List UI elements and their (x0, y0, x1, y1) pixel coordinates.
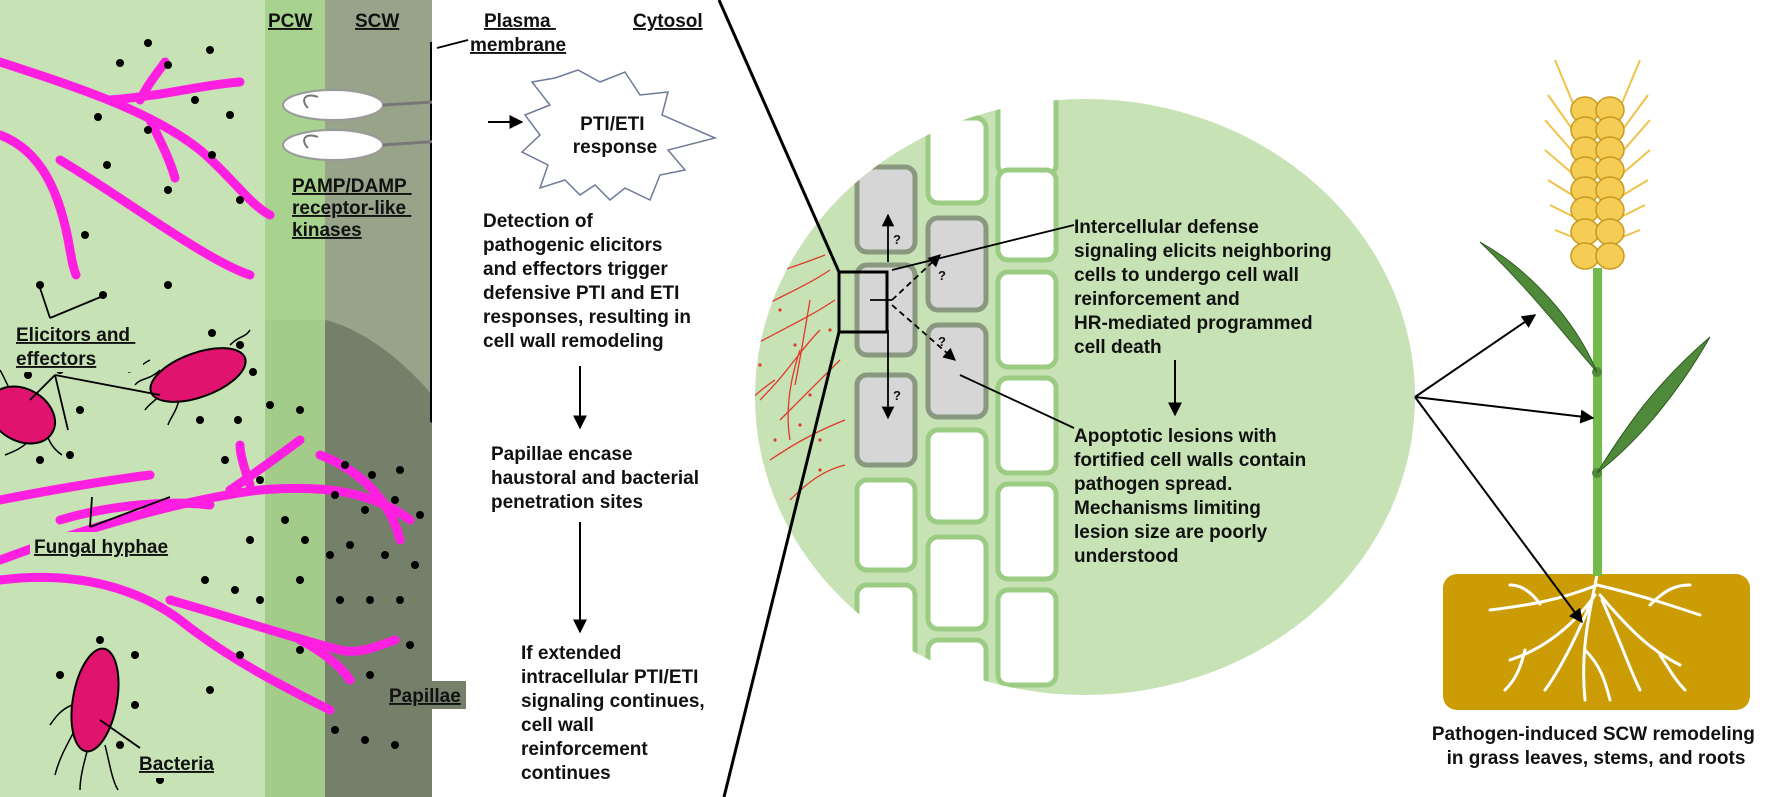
intercellular-line: reinforcement and (1074, 289, 1240, 310)
intercellular-pointer (891, 224, 1075, 271)
receptor-kinases-label: PAMP/DAMP receptor-like kinases (292, 176, 412, 241)
tissue-oval-background (755, 99, 1415, 695)
step3-line: intracellular PTI/ETI (521, 667, 698, 688)
question-mark: ? (938, 268, 946, 283)
question-mark: ? (938, 334, 946, 349)
pti-eti-response-line: PTI/ETI (580, 114, 644, 135)
scw-label: SCW (355, 11, 399, 32)
intercellular-text: Intercellular defense signaling elicits … (1074, 217, 1337, 358)
plasma-membrane-line: Plasma (484, 11, 551, 32)
leaf-upper (1479, 241, 1598, 373)
papillae-label: Papillae (389, 686, 461, 707)
step1-line: cell wall remodeling (483, 331, 664, 352)
intercellular-line: HR-mediated programmed (1074, 313, 1313, 334)
step1-line: and effectors trigger (483, 259, 668, 280)
plant-caption-line: in grass leaves, stems, and roots (1447, 748, 1746, 769)
cell-column-2 (925, 115, 989, 695)
pti-eti-response-label: PTI/ETI response (573, 114, 657, 158)
receptor-kinases (282, 89, 432, 161)
step1-text: Detection of pathogenic elicitors and ef… (483, 211, 696, 352)
receptor-kinases-line: kinases (292, 220, 362, 241)
fungal-hyphae-label: Fungal hyphae (34, 537, 168, 558)
cytosol-label: Cytosol (633, 11, 703, 32)
question-mark: ? (893, 232, 901, 247)
tissue-oval: ? ? ? ? (717, 0, 1415, 797)
step1-line: Detection of (483, 211, 593, 232)
intercellular-line: cells to undergo cell wall (1074, 265, 1299, 286)
plasma-membrane-papilla-edge (430, 420, 432, 424)
zoom-line-bottom (722, 331, 841, 797)
elicitors-label: Elicitors and effectors (16, 325, 135, 370)
apoptotic-line: fortified cell walls contain (1074, 450, 1306, 471)
papillae-label-backdrop (386, 681, 466, 709)
left-pointer-lines (29, 281, 171, 749)
apoptotic-pointer (959, 374, 1075, 429)
grass-plant (1414, 59, 1750, 710)
step3-line: continues (521, 763, 611, 784)
step1-line: pathogenic elicitors (483, 235, 662, 256)
leaf-lower (1596, 336, 1711, 474)
zoom-line-top (717, 0, 841, 273)
step2-text: Papillae encase haustoral and bacterial … (491, 444, 704, 513)
question-marks: ? ? ? ? (893, 232, 946, 403)
intercellular-line: Intercellular defense (1074, 217, 1259, 238)
apoptotic-line: understood (1074, 546, 1179, 567)
step3-text: If extended intracellular PTI/ETI signal… (521, 643, 710, 784)
step2-line: haustoral and bacterial (491, 468, 699, 489)
cell-column-1 (854, 164, 918, 673)
pcw-label: PCW (268, 11, 312, 32)
infected-cell-highlight (837, 270, 889, 334)
apoptotic-line: lesion size are poorly (1074, 522, 1268, 543)
left-label-backdrops (13, 320, 226, 778)
step1-line: responses, resulting in (483, 307, 691, 328)
signal-arrows (870, 213, 956, 420)
elicitors-line: Elicitors and (16, 325, 130, 346)
receptor-kinases-line: receptor-like (292, 198, 406, 219)
plasma-membrane-label: Plasma membrane (470, 11, 566, 56)
stem (1593, 268, 1602, 576)
plant-arrows (1414, 314, 1595, 624)
intercellular-line: signaling elicits neighboring (1074, 241, 1332, 262)
apoptotic-line: Mechanisms limiting (1074, 498, 1261, 519)
step2-line: Papillae encase (491, 444, 633, 465)
fungal-hyphae (0, 57, 415, 715)
elicitors-line: effectors (16, 349, 96, 370)
receptor-kinases-line: PAMP/DAMP (292, 176, 407, 197)
cell-column-3 (995, 99, 1059, 688)
bacterium-left (0, 369, 63, 456)
papilla-dome (325, 320, 432, 797)
plasma-membrane-line: membrane (470, 35, 566, 56)
lesion-hyphae (755, 254, 846, 501)
bacteria-label: Bacteria (139, 754, 214, 775)
step2-line: penetration sites (491, 492, 643, 513)
step3-line: cell wall (521, 715, 594, 736)
plasma-membrane (430, 42, 432, 422)
question-mark: ? (893, 388, 901, 403)
intercellular-line: cell death (1074, 337, 1162, 358)
lesion-dots (758, 308, 832, 472)
plant-caption: Pathogen-induced SCW remodeling in grass… (1432, 724, 1760, 769)
apoptotic-line: Apoptotic lesions with (1074, 426, 1277, 447)
pti-eti-response-burst (520, 69, 718, 202)
left-cell-wall-panel (0, 0, 432, 797)
plasma-membrane-pointer (436, 39, 469, 49)
pcw-papilla-overlay (265, 320, 325, 797)
step3-line: If extended (521, 643, 621, 664)
grain-spike (1570, 96, 1625, 270)
step1-line: defensive PTI and ETI (483, 283, 679, 304)
soil-block (1443, 574, 1750, 710)
plant-caption-line: Pathogen-induced SCW remodeling (1432, 724, 1755, 745)
apoptotic-line: pathogen spread. (1074, 474, 1232, 495)
pti-eti-response-line: response (573, 137, 657, 158)
roots (1488, 573, 1702, 702)
step3-line: reinforcement (521, 739, 648, 760)
apoptotic-text: Apoptotic lesions with fortified cell wa… (1074, 426, 1312, 567)
step3-line: signaling continues, (521, 691, 705, 712)
